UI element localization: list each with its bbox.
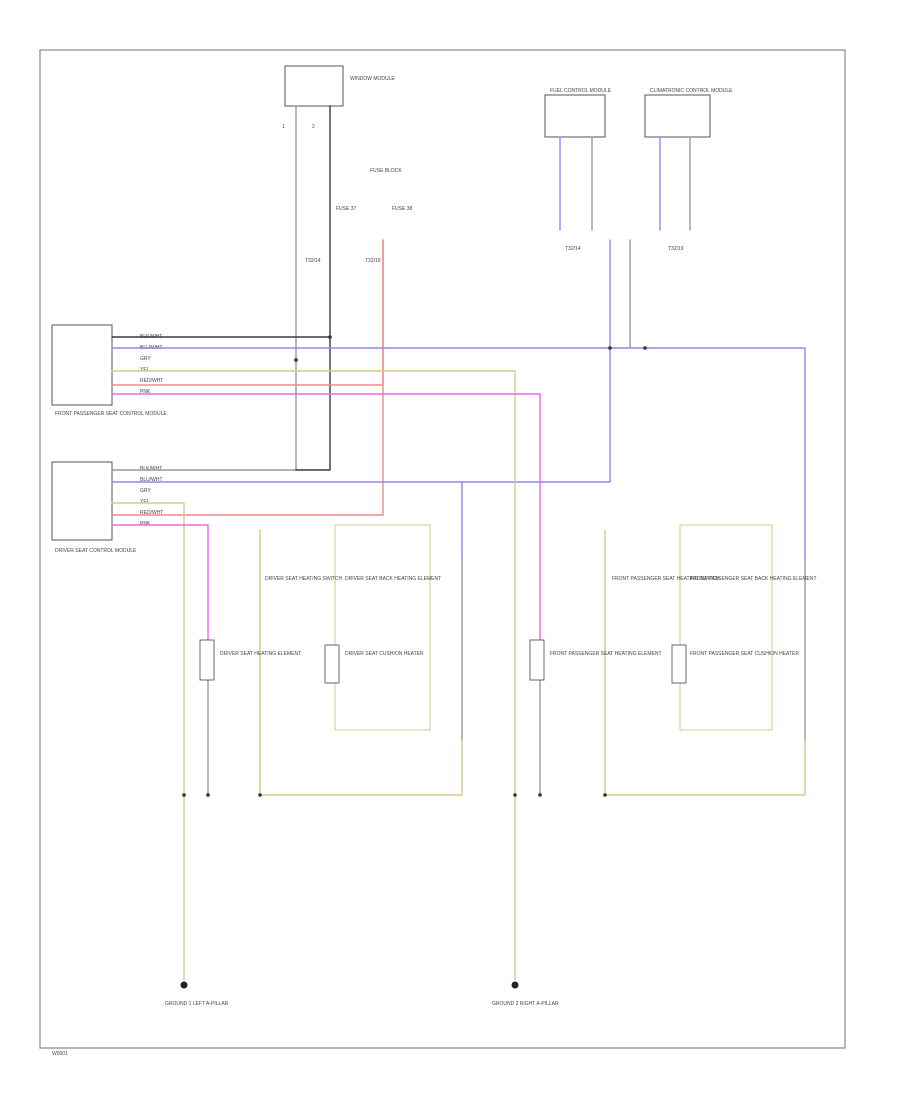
module-connector-label: T32/19 [668,246,684,252]
wire-blue [111,239,611,483]
component-label: DRIVER SEAT BACK HEATING ELEMENT [345,576,441,582]
fuse-connector-label: T32/19 [365,258,381,264]
wire-black [111,105,331,338]
heating-element-symbol [324,644,340,684]
junction-dot [182,793,186,797]
wire-code: BLK/WHT [140,466,162,472]
wire-code: GRY [140,356,151,362]
wire-code: BLU/WHT [140,477,163,483]
terminal-label: 1 [282,124,285,130]
junction-dot [258,793,262,797]
ground-label: GROUND 1 LEFT A-PILLAR [165,1001,229,1007]
wire-code: RED/WHT [140,510,163,516]
component-label: DRIVER SEAT HEATING ELEMENT [220,651,301,657]
ground-label: GROUND 2 RIGHT A-PILLAR [492,1001,559,1007]
wire-yellow [604,529,806,796]
wire-yellow [259,529,463,796]
junction-dot [206,793,210,797]
wire-code-labels-upper: BLK/WHT BLU/WHT GRY YEL RED/WHT PNK [140,334,163,395]
wire-code: YEL [140,499,150,505]
module-connector-label: T32/14 [565,246,581,252]
fuse-block-label: FUSE BLOCK [370,168,402,174]
passenger-seat-switch-box [679,524,773,731]
junction-dot [538,793,542,797]
fuse-connector-label: T32/14 [305,258,321,264]
component-label: FRONT PASSENGER SEAT HEATING ELEMENT [550,651,662,657]
driver-seat-module-box [51,461,113,541]
front-passenger-seat-module-box [51,324,113,406]
component-label: DRIVER SEAT CUSHION HEATER [345,651,424,657]
window-module-label: WINDOW MODULE [350,76,395,82]
wire-code: RED/WHT [140,378,163,384]
wire-yellow [111,502,185,801]
diagram-frame [39,49,846,1049]
driver-seat-module-label: DRIVER SEAT CONTROL MODULE [55,548,137,554]
fuel-control-module-label: FUEL CONTROL MODULE [550,88,612,94]
wire-blue [111,347,806,561]
junction-dot [328,335,332,339]
component-label: FRONT PASSENGER SEAT BACK HEATING ELEMEN… [690,576,817,582]
wire-pink [111,393,541,641]
junction-dot [643,346,647,350]
window-module-box [284,65,344,107]
wire-pink [111,524,209,641]
component-label: FRONT PASSENGER SEAT CUSHION HEATER [690,651,799,657]
junction-dot [603,793,607,797]
wire-red [111,239,384,386]
component-label: FRONT PASSENGER SEAT HEATING SWITCH [612,576,720,582]
wire-code-labels-lower: BLK/WHT BLU/WHT GRY YEL RED/WHT PNK [140,466,163,527]
wire-black [295,336,331,471]
heating-element-symbol [199,639,215,681]
wire-code: PNK [140,521,151,527]
ground-point-icon [180,981,188,989]
heating-element-symbol [529,639,545,681]
junction-dot [513,793,517,797]
climatronic-module-box [644,94,711,138]
wire-code: PNK [140,389,151,395]
front-passenger-seat-module-label: FRONT PASSENGER SEAT CONTROL MODULE [55,411,167,417]
fuel-control-module-box [544,94,606,138]
climatronic-module-label: CLIMATRONIC CONTROL MODULE [650,88,733,94]
component-label: DRIVER SEAT HEATING SWITCH [265,576,343,582]
heating-element-symbol [671,644,687,684]
junction-dot [294,358,298,362]
junction-dot [608,346,612,350]
fuse-a-label: FUSE 37 [336,206,357,212]
terminal-label: 2 [312,124,315,130]
wire-yellow [111,370,516,801]
wire-code: GRY [140,488,151,494]
wire-code: YEL [140,367,150,373]
driver-seat-switch-box [334,524,431,731]
page-label: W0001 [52,1051,68,1057]
ground-point-icon [511,981,519,989]
fuse-b-label: FUSE 38 [392,206,413,212]
